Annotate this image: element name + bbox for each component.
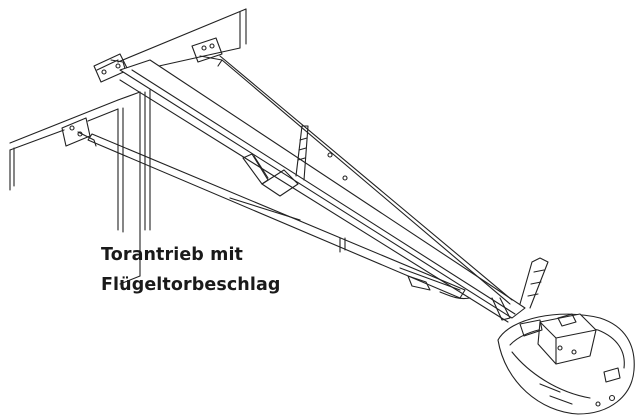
caption-line-1: Torantrieb mit	[101, 245, 244, 265]
central-hanger-bracket	[242, 125, 309, 197]
wall-bracket-lower-left	[61, 117, 97, 147]
caption-line-2: Flügeltorbeschlag	[101, 275, 281, 295]
support-struts	[219, 55, 513, 305]
swing-gate-arm	[87, 133, 466, 299]
wall-bracket-upper-center	[191, 37, 223, 67]
motor-housing	[497, 313, 635, 415]
figure-caption: Torantrieb mit Flügeltorbeschlag	[101, 240, 281, 300]
main-rail	[119, 59, 526, 323]
cable	[439, 291, 471, 300]
front-hanger-bracket	[491, 257, 549, 321]
wall-bracket-upper-left	[93, 53, 129, 83]
wall-structure	[9, 8, 346, 285]
